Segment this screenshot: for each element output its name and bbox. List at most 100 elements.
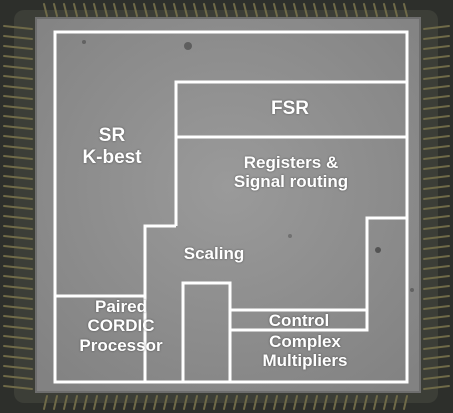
die-speck (82, 40, 86, 44)
bond-wire (3, 365, 33, 370)
bond-wire (123, 3, 128, 17)
outline-scaling-block (143, 224, 176, 382)
bond-wire (103, 395, 108, 410)
bond-wire (423, 185, 450, 190)
bond-wire (123, 395, 128, 410)
bond-wire (183, 3, 188, 17)
bond-wire (383, 395, 388, 410)
bond-wire (3, 45, 33, 50)
bond-wire (3, 215, 33, 220)
label-cordic-line3: Processor (79, 335, 163, 355)
bond-wire (203, 3, 208, 17)
bond-wire (243, 395, 248, 410)
bond-wire (423, 125, 450, 130)
bond-wire (253, 3, 258, 17)
bond-wire (353, 395, 358, 410)
bond-wire (3, 115, 33, 120)
bond-wire (63, 3, 68, 17)
bond-wire (333, 3, 338, 17)
bond-wire (223, 3, 228, 17)
bond-wire (313, 3, 318, 17)
bond-wire (293, 3, 298, 17)
bond-wire (303, 3, 308, 17)
bond-wire (53, 3, 58, 17)
bond-wire (423, 55, 450, 60)
bond-wire (3, 265, 33, 270)
bond-wire (103, 3, 108, 17)
bond-wire (173, 395, 178, 410)
bond-wire (423, 65, 450, 70)
bond-wire (163, 3, 168, 17)
bond-wire (273, 395, 278, 410)
bond-wire (423, 25, 450, 30)
bond-wire (423, 335, 450, 340)
bond-wire (3, 175, 33, 180)
bond-wire (403, 395, 408, 410)
die-edge (35, 17, 421, 393)
bond-wire (213, 3, 218, 17)
bond-wire (83, 395, 88, 410)
bond-wire (153, 395, 158, 410)
bond-wire (423, 385, 450, 390)
bond-wire (3, 325, 33, 330)
bond-wire (3, 285, 33, 290)
bond-wire (73, 395, 78, 410)
bond-wire (423, 305, 450, 310)
bond-wire (283, 3, 288, 17)
bond-wire (3, 95, 33, 100)
bond-wire (423, 85, 450, 90)
bond-wire (423, 75, 450, 80)
bond-wire (423, 365, 450, 370)
bond-wire (283, 395, 288, 410)
bond-wire (273, 3, 278, 17)
bond-wire (423, 205, 450, 210)
die-speck (375, 247, 381, 253)
bond-wire (3, 195, 33, 200)
bond-wire (3, 345, 33, 350)
bond-wire (3, 235, 33, 240)
bond-wire (3, 205, 33, 210)
label-registers-line2: Signal routing (233, 172, 349, 192)
bond-wire (3, 255, 33, 260)
bond-wire (183, 395, 188, 410)
bond-wire (423, 225, 450, 230)
bond-wires (3, 3, 450, 410)
label-multipliers: Complex Multipliers (236, 332, 374, 371)
bond-wire (3, 25, 33, 30)
bond-wire (3, 185, 33, 190)
bond-wire (373, 3, 378, 17)
bond-wire (133, 395, 138, 410)
bond-wire (93, 3, 98, 17)
label-fsr: FSR (271, 98, 309, 119)
bond-wire (423, 175, 450, 180)
die-speck (410, 288, 414, 292)
bond-wire (363, 395, 368, 410)
bond-wire (43, 3, 48, 17)
bond-wire (143, 395, 148, 410)
bond-wire (163, 395, 168, 410)
bond-wire (3, 145, 33, 150)
bond-wire (3, 335, 33, 340)
label-registers: Registers & Signal routing (198, 153, 384, 192)
bond-wire (343, 3, 348, 17)
bond-wire (223, 395, 228, 410)
die-speck (288, 234, 292, 238)
bond-wire (193, 395, 198, 410)
bond-wire (3, 355, 33, 360)
bond-wire (43, 395, 48, 410)
bond-wire (333, 395, 338, 410)
bond-wire (423, 115, 450, 120)
label-kbest: K-best (82, 146, 142, 168)
bond-wire (393, 3, 398, 17)
bond-wire (243, 3, 248, 17)
bond-wire (353, 3, 358, 17)
outline-multiplier-region (228, 216, 407, 332)
bond-wire (423, 45, 450, 50)
bond-wire (423, 95, 450, 100)
bond-wire (233, 395, 238, 410)
bond-wire (193, 3, 198, 17)
bond-wire (3, 275, 33, 280)
bond-wire (3, 245, 33, 250)
bond-wire (363, 3, 368, 17)
bond-wire (303, 395, 308, 410)
